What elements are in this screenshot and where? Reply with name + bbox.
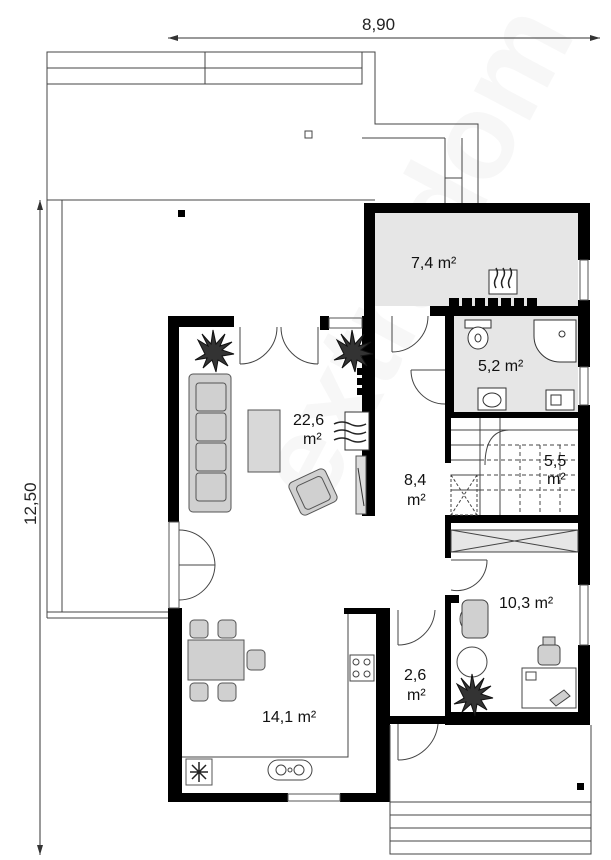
washing-machine-icon [545,389,575,411]
armchair-icon [288,468,338,516]
toilet-icon [464,319,492,350]
dimension-width-label: 8,90 [362,15,395,34]
entrance-post [577,783,584,790]
room-area-hall-unit: m² [407,492,426,509]
walls [168,203,590,802]
chimney-vents [449,298,537,306]
room-area-stairs-unit: m² [547,471,566,488]
dimension-width: 8,90 [168,15,600,41]
doors [178,315,488,761]
washbasin-icon [477,387,507,411]
room-area-living: 22,6 [293,412,324,429]
plant-icon [453,673,494,717]
room-area-study: 10,3 m² [499,595,554,612]
plant-icon [194,329,235,373]
sofa-icon [188,373,232,513]
windows [168,259,589,802]
desk-icon [521,636,577,709]
tv-cabinet-icon [355,455,367,515]
plant-icon [333,329,374,373]
room-area-bathroom: 5,2 m² [478,358,524,375]
entrance-steps [389,725,592,855]
coffee-table-icon [247,409,281,473]
shower-icon [533,319,577,363]
fireplace-icon [333,411,370,451]
room-area-stairs: 5,5 [544,453,566,470]
room-area-vestibule: 2,6 [404,667,426,684]
built-in-cabinet [450,529,579,553]
room-area-vestibule-unit: m² [407,687,426,704]
dimension-depth-label: 12,50 [21,482,40,525]
terrace-post [178,210,185,217]
room-area-kitchen: 14,1 m² [262,709,317,726]
bed-icon [456,599,489,678]
kitchen-counter [182,614,375,781]
chimney-blocks [357,368,372,395]
terrace-outline [46,51,479,619]
room-area-hall: 8,4 [404,472,426,489]
boiler-icon [488,267,518,295]
room-area-living-unit: m² [303,431,322,448]
room-area-boiler: 7,4 m² [411,255,457,272]
staircase [450,418,578,516]
dining-table-icon [187,619,266,702]
fridge-icon [185,758,213,786]
dimension-depth: 12,50 [21,200,43,855]
